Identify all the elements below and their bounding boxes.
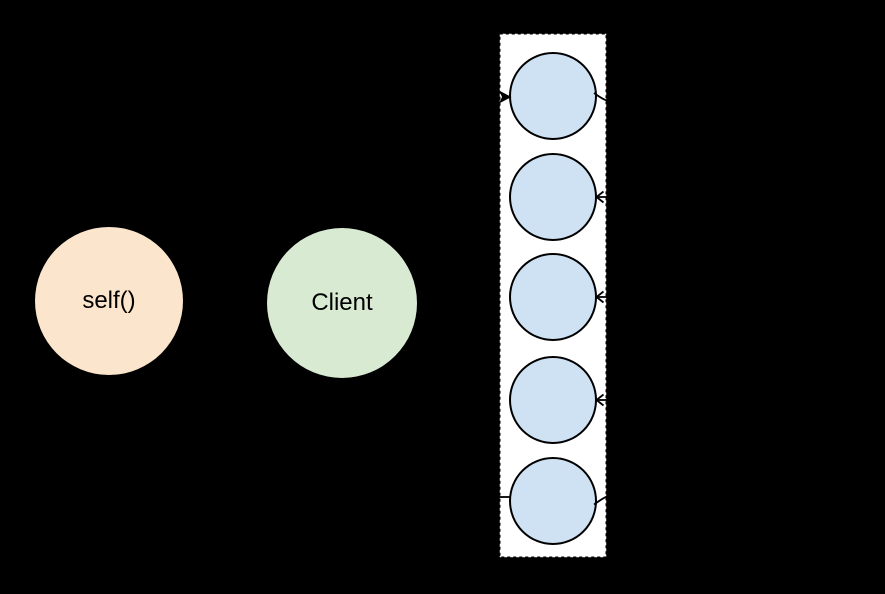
self-node: self() bbox=[35, 227, 183, 375]
pool-node-3 bbox=[509, 253, 597, 341]
process-pool-box bbox=[499, 33, 607, 558]
chevron-left-icon bbox=[595, 290, 605, 304]
arrow-into-node-3 bbox=[595, 290, 607, 304]
pool-node-5 bbox=[509, 457, 597, 545]
arrowhead-into-node-1-icon bbox=[499, 90, 512, 104]
self-node-label: self() bbox=[82, 287, 136, 314]
node-1-right-stub bbox=[593, 92, 607, 102]
process-pool-graphic bbox=[499, 33, 607, 558]
client-node: Client bbox=[267, 228, 417, 378]
node-5-right-stub bbox=[593, 495, 607, 506]
arrow-into-node-4 bbox=[595, 393, 607, 407]
arrow-into-node-2 bbox=[595, 190, 607, 204]
client-node-label: Client bbox=[311, 289, 373, 316]
chevron-left-icon bbox=[595, 190, 605, 204]
pool-node-4 bbox=[509, 356, 597, 444]
pool-node-2 bbox=[509, 153, 597, 241]
chevron-left-icon bbox=[595, 393, 605, 407]
pool-node-1 bbox=[509, 52, 597, 140]
